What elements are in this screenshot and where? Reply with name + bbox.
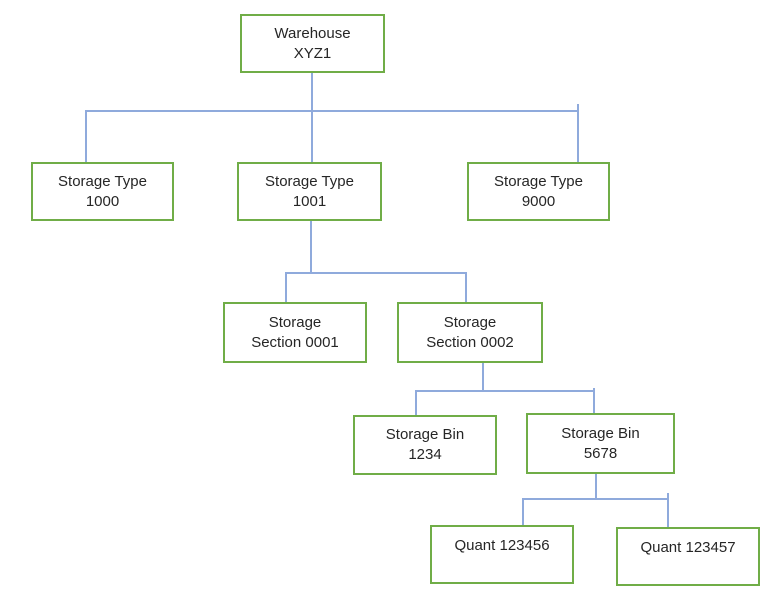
connector-level4-bus bbox=[522, 498, 669, 500]
node-label: Section 0001 bbox=[251, 333, 339, 351]
connector-storage-section-0002-stem bbox=[482, 363, 484, 390]
connector-drop-storage-section-0002 bbox=[465, 274, 467, 302]
node-storage-bin-1234: Storage Bin 1234 bbox=[353, 415, 497, 475]
connector-drop-quant-123457 bbox=[667, 493, 669, 527]
node-storage-type-1001: Storage Type 1001 bbox=[237, 162, 382, 221]
connector-storage-type-1001-stem bbox=[310, 221, 312, 272]
node-label: Storage bbox=[268, 313, 322, 331]
node-storage-section-0002: Storage Section 0002 bbox=[397, 302, 543, 363]
node-storage-type-9000: Storage Type 9000 bbox=[467, 162, 610, 221]
node-label: 5678 bbox=[583, 444, 618, 462]
node-label: Storage Type bbox=[58, 172, 147, 190]
connector-drop-storage-section-0001 bbox=[285, 274, 287, 302]
node-label: XYZ1 bbox=[293, 44, 332, 62]
node-label: 1001 bbox=[292, 192, 327, 210]
node-label: Storage Type bbox=[265, 172, 354, 190]
connector-level3-bus bbox=[415, 390, 595, 392]
node-label: Storage Bin bbox=[561, 424, 640, 442]
node-quant-123457: Quant 123457 bbox=[616, 527, 760, 586]
connector-storage-bin-5678-stem bbox=[595, 474, 597, 498]
node-label: Quant 123456 bbox=[454, 537, 550, 554]
node-label: 9000 bbox=[521, 192, 556, 210]
node-label: 1234 bbox=[408, 446, 442, 463]
connector-drop-storage-type-9000 bbox=[577, 104, 579, 162]
connector-drop-storage-bin-1234 bbox=[415, 392, 417, 415]
connector-level2-bus bbox=[285, 272, 467, 274]
node-label: Storage Bin bbox=[385, 426, 465, 443]
node-storage-type-1000: Storage Type 1000 bbox=[31, 162, 174, 221]
node-warehouse-xyz1: Warehouse XYZ1 bbox=[240, 14, 385, 73]
node-storage-bin-5678: Storage Bin 5678 bbox=[526, 413, 675, 474]
connector-level1-bus bbox=[85, 110, 579, 112]
connector-warehouse-stem bbox=[311, 73, 313, 110]
connector-drop-storage-bin-5678 bbox=[593, 388, 595, 413]
connector-drop-storage-type-1000 bbox=[85, 112, 87, 162]
node-quant-123456: Quant 123456 bbox=[430, 525, 574, 584]
node-label: Section 0002 bbox=[426, 333, 514, 351]
node-label: Storage bbox=[443, 313, 497, 331]
connector-drop-quant-123456 bbox=[522, 500, 524, 525]
node-storage-section-0001: Storage Section 0001 bbox=[223, 302, 367, 363]
node-label: Warehouse bbox=[274, 24, 351, 42]
node-label: 1000 bbox=[85, 192, 120, 210]
node-label: Quant 123457 bbox=[640, 539, 736, 556]
node-label: Storage Type bbox=[494, 172, 583, 190]
connector-drop-storage-type-1001 bbox=[311, 112, 313, 162]
